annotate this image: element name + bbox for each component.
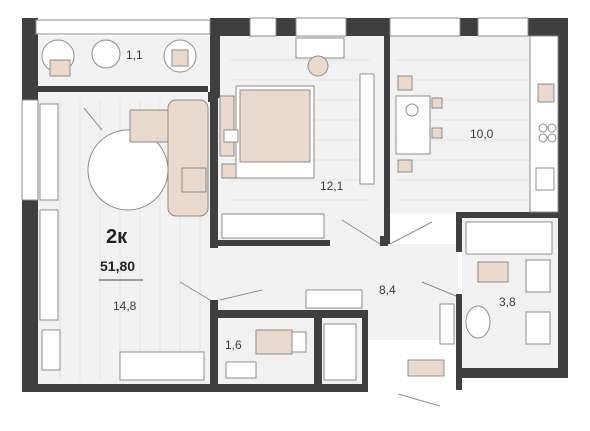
balcony-furniture	[41, 39, 197, 77]
windows	[21, 17, 529, 201]
apartment-total-area: 51,80	[100, 258, 136, 274]
bathroom-fixtures	[439, 221, 553, 345]
room-area-living: 14,8	[113, 299, 137, 313]
room-area-balcony: 1,1	[126, 48, 143, 62]
room-area-bedroom: 12,1	[320, 179, 344, 193]
room-area-bathroom: 3,8	[499, 295, 516, 309]
area-underline	[99, 279, 143, 281]
living-furniture	[39, 99, 209, 381]
hall-fixtures	[305, 289, 445, 381]
apartment-rooms-label: 2к	[106, 226, 128, 248]
bedroom-wardrobe	[221, 213, 325, 239]
walls	[22, 18, 568, 392]
doors	[83, 107, 457, 407]
room-area-hall: 8,4	[379, 283, 396, 297]
kitchen-counter	[529, 35, 559, 213]
room-area-toilet: 1,6	[225, 338, 242, 352]
room-area-kitchen: 10,0	[470, 127, 494, 141]
toilet-fixtures	[225, 329, 307, 379]
bedroom-bed	[219, 37, 375, 185]
kitchen-table	[395, 75, 443, 173]
